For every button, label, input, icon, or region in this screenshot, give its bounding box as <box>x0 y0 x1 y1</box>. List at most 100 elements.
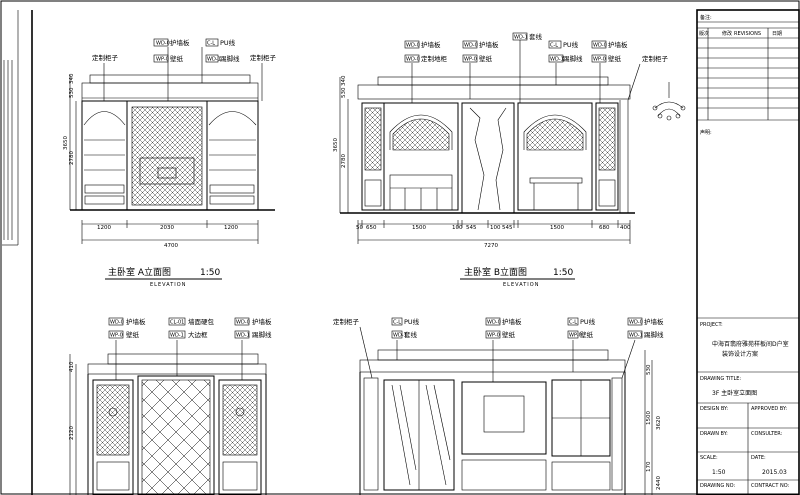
svg-text:340: 340 <box>341 75 347 86</box>
svg-text:壁纸: 壁纸 <box>170 54 184 63</box>
label-a-1: C-L PU线 <box>201 38 236 83</box>
scale-value: 1:50 <box>712 469 726 476</box>
dims-d-right: 530 1500 3620 170 2440 <box>644 350 662 495</box>
svg-text:定制地柜: 定制地柜 <box>421 54 448 63</box>
svg-text:WP-0: WP-0 <box>110 333 123 339</box>
svg-text:壁纸: 壁纸 <box>126 330 140 339</box>
svg-text:C-L: C-L <box>393 320 401 326</box>
svg-text:2030: 2030 <box>160 225 174 231</box>
svg-text:墙面硬包: 墙面硬包 <box>188 317 215 326</box>
svg-text:套线: 套线 <box>404 330 418 339</box>
svg-text:530: 530 <box>341 87 347 98</box>
svg-text:4700: 4700 <box>164 243 178 249</box>
dims-a-left: 3650 2780 530 340 <box>63 73 77 210</box>
svg-text:DESIGN BY:: DESIGN BY: <box>700 406 728 412</box>
elevation-a: WD-0 护墙板 C-L PU线 WP-0 壁纸 WD-1 踢脚线 定制柜子 定… <box>63 38 277 288</box>
svg-text:3650: 3650 <box>63 136 69 150</box>
svg-text:REVISIONS: REVISIONS <box>734 31 761 37</box>
date-value: 2015.03 <box>762 469 787 476</box>
svg-text:WD-0: WD-0 <box>629 320 643 326</box>
svg-text:3620: 3620 <box>656 416 662 430</box>
svg-text:壁纸: 壁纸 <box>502 330 516 339</box>
side-label-a-left: 定制柜子 <box>92 53 119 62</box>
svg-text:套线: 套线 <box>529 32 543 41</box>
svg-text:护墙板: 护墙板 <box>644 317 664 326</box>
svg-text:C-L: C-L <box>569 320 577 326</box>
svg-text:2780: 2780 <box>341 154 347 168</box>
svg-text:大边框: 大边框 <box>188 330 208 339</box>
svg-text:1500: 1500 <box>550 225 564 231</box>
ceiling-band <box>107 353 259 365</box>
label-a-3: WD-1 踢脚线 <box>205 54 240 63</box>
svg-text:WD-0: WD-0 <box>593 43 607 49</box>
right-arch-niche <box>517 102 593 211</box>
dims-b-left: 3650 2780 530 340 <box>333 75 349 213</box>
svg-text:530: 530 <box>69 87 75 98</box>
title-block: 备注: 版次 修改 REVISIONS 日期 声明: PROJECT: 中海百翡… <box>696 9 800 495</box>
label-a-2: WP-0 壁纸 <box>153 54 184 63</box>
svg-text:PU线: PU线 <box>580 317 596 326</box>
svg-text:WD-0: WD-0 <box>487 320 501 326</box>
svg-text:主卧室 A立面图: 主卧室 A立面图 <box>108 266 171 278</box>
drawing-title: 3F 主卧室立面图 <box>712 389 757 397</box>
svg-text:CONTRACT NO:: CONTRACT NO: <box>751 483 790 489</box>
project-name-2: 装饰设计方案 <box>722 350 758 358</box>
painting-frame <box>461 381 547 455</box>
svg-text:壁纸: 壁纸 <box>479 54 493 63</box>
svg-text:WD-1: WD-1 <box>629 333 643 339</box>
svg-text:WD-1: WD-1 <box>393 333 407 339</box>
label-a-0: WD-0 护墙板 <box>153 38 190 101</box>
svg-text:护墙板: 护墙板 <box>608 40 628 49</box>
svg-text:100: 100 <box>452 225 463 231</box>
svg-text:530: 530 <box>646 364 652 375</box>
svg-text:410: 410 <box>69 361 75 372</box>
svg-text:主卧室 B立面图: 主卧室 B立面图 <box>464 266 527 278</box>
svg-text:WD-1: WD-1 <box>550 57 564 63</box>
view-title-b: 主卧室 B立面图 1:50 ELEVATION <box>460 266 575 288</box>
svg-text:DATE:: DATE: <box>751 455 766 461</box>
svg-text:壁纸: 壁纸 <box>580 330 594 339</box>
label-d-6: WP-0壁纸 <box>567 330 594 339</box>
right-cabinet <box>206 100 259 211</box>
svg-text:650: 650 <box>366 225 377 231</box>
svg-text:680: 680 <box>599 225 610 231</box>
svg-text:WD-1: WD-1 <box>236 333 250 339</box>
svg-text:1200: 1200 <box>224 225 238 231</box>
svg-text:340: 340 <box>69 73 75 84</box>
svg-text:PU线: PU线 <box>404 317 420 326</box>
svg-text:C-L: C-L <box>207 41 215 47</box>
ceiling-band <box>377 76 609 86</box>
svg-text:CONSULTER:: CONSULTER: <box>751 431 783 437</box>
ceiling-band <box>89 74 251 84</box>
svg-text:WD-0: WD-0 <box>156 41 170 47</box>
svg-text:170: 170 <box>646 461 652 472</box>
svg-text:WD-0: WD-0 <box>110 320 124 326</box>
svg-text:护墙板: 护墙板 <box>421 40 441 49</box>
svg-text:400: 400 <box>620 225 631 231</box>
wall-lamp-left <box>108 407 118 417</box>
svg-text:WD-0: WD-0 <box>406 43 420 49</box>
svg-text:踢脚线: 踢脚线 <box>220 54 240 63</box>
svg-text:WD-0: WD-0 <box>464 43 478 49</box>
svg-text:2120: 2120 <box>69 426 75 440</box>
side-label-d: 定制柜子 <box>333 317 360 326</box>
svg-text:3650: 3650 <box>333 138 339 152</box>
svg-text:WP-0: WP-0 <box>464 57 477 63</box>
view-title-a: 主卧室 A立面图 1:50 ELEVATION <box>105 266 222 288</box>
svg-text:1:50: 1:50 <box>200 268 220 278</box>
